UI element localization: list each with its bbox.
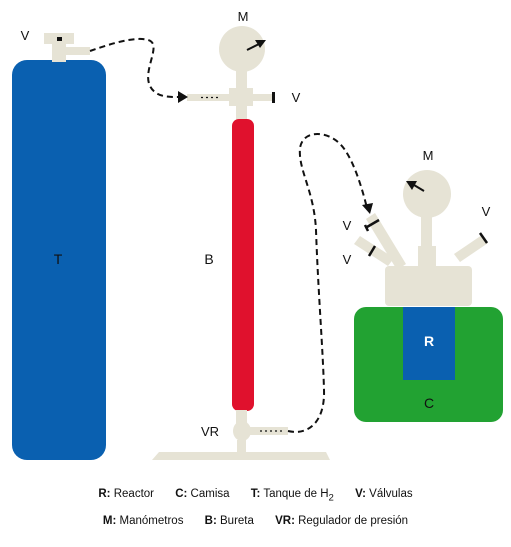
- reactor-left-top-valve-handle: [366, 218, 380, 229]
- burette-inlet-pipe: [187, 94, 230, 101]
- legend-item-regulator: VR: Regulador de presión: [275, 515, 408, 527]
- burette-tee: [229, 88, 253, 106]
- burette-valve-label: V: [292, 90, 301, 105]
- tank-neck: [52, 42, 66, 62]
- burette-label: B: [204, 251, 213, 267]
- reactor-left-top-valve-tip: [363, 224, 370, 232]
- burette-stand-post: [237, 440, 246, 453]
- legend-item-manometers: M: Manómetros: [103, 515, 184, 527]
- reactor-manometer-arrowhead: [406, 181, 417, 190]
- regulator-label: VR: [201, 424, 219, 439]
- burette-stand-base: [152, 452, 330, 460]
- reactor-lid: [385, 266, 472, 306]
- burette-manometer-needle: [246, 43, 260, 51]
- legend-item-jacket: C: Camisa: [175, 488, 229, 500]
- reactor-manometer-needle: [413, 184, 425, 192]
- legend-text: Bureta: [220, 515, 254, 527]
- burette-lower-neck: [236, 410, 247, 424]
- reactor-manometer-label: M: [423, 148, 434, 163]
- reactor-left-lower-arm: [354, 236, 394, 266]
- reactor-right-valve-handle: [478, 232, 489, 244]
- reactor-right-arm: [454, 235, 488, 262]
- legend-text: Reactor: [113, 488, 154, 500]
- tank-label: T: [54, 251, 63, 267]
- reactor-manometer-stem: [421, 215, 432, 248]
- reactor-left-bottom-valve-handle: [367, 245, 377, 257]
- legend-text: Manómetros: [119, 515, 184, 527]
- burette-tube: [232, 119, 254, 411]
- reactor-assembly: C R M V V V: [343, 148, 503, 422]
- tank-body: [12, 60, 106, 460]
- burette-valve-handle: [272, 92, 275, 103]
- tank-valve-stem: [57, 37, 62, 41]
- legend-item-valves: V: Válvulas: [355, 488, 413, 500]
- legend-text: Regulador de presión: [298, 515, 409, 527]
- pressure-regulator: [233, 421, 251, 441]
- legend-key: C:: [175, 488, 188, 500]
- reactor-label: R: [424, 333, 434, 349]
- burette-inlet-arrowhead: [178, 91, 188, 103]
- burette-manometer-label: M: [238, 9, 249, 24]
- reactor-manometer: [403, 170, 451, 218]
- tank-valve-label: V: [21, 28, 30, 43]
- legend-key: R:: [98, 488, 111, 500]
- reactor-right-valve-label: V: [482, 204, 491, 219]
- reactor-inlet-arrowhead: [362, 203, 373, 214]
- legend-subscript: 2: [328, 492, 334, 504]
- burette-manometer: [219, 26, 265, 72]
- reactor-manometer-base: [418, 246, 436, 268]
- jacket-label: C: [424, 395, 434, 411]
- legend-item-tank: T: Tanque de H2: [250, 488, 334, 504]
- legend-key: B:: [204, 515, 217, 527]
- burette-assembly: M V B VR: [152, 9, 330, 460]
- tank-to-burette-tube: [89, 38, 183, 99]
- burette-valve-pipe: [252, 94, 274, 101]
- legend-row-1: R: Reactor C: Camisa T: Tanque de H2 V: …: [0, 488, 511, 503]
- reactor-left-bottom-valve-label: V: [343, 252, 352, 267]
- legend-key: V:: [355, 488, 366, 500]
- connecting-tubes: [89, 38, 368, 433]
- legend-key: VR:: [275, 515, 295, 527]
- reactor-left-top-valve-label: V: [343, 218, 352, 233]
- legend-item-burette: B: Bureta: [205, 515, 254, 527]
- reactor-left-arm: [366, 213, 406, 270]
- tank-outlet: [64, 47, 90, 55]
- legend-item-reactor: R: Reactor: [98, 488, 154, 500]
- regulator-outlet: [250, 427, 288, 435]
- legend-row-2: M: Manómetros B: Bureta VR: Regulador de…: [0, 515, 511, 527]
- legend-text: Válvulas: [369, 488, 413, 500]
- regulator-to-reactor-tube: [287, 133, 368, 433]
- legend-key: T:: [250, 488, 261, 500]
- burette-manometer-stem: [236, 70, 247, 90]
- hydrogen-tank: T V: [12, 28, 106, 460]
- reactor-vessel: [403, 307, 455, 380]
- legend-text: Tanque de H: [263, 488, 329, 500]
- legend-key: M:: [102, 515, 117, 527]
- burette-upper-neck: [236, 104, 247, 120]
- burette-manometer-arrowhead: [255, 40, 266, 48]
- legend-text: Camisa: [190, 488, 230, 500]
